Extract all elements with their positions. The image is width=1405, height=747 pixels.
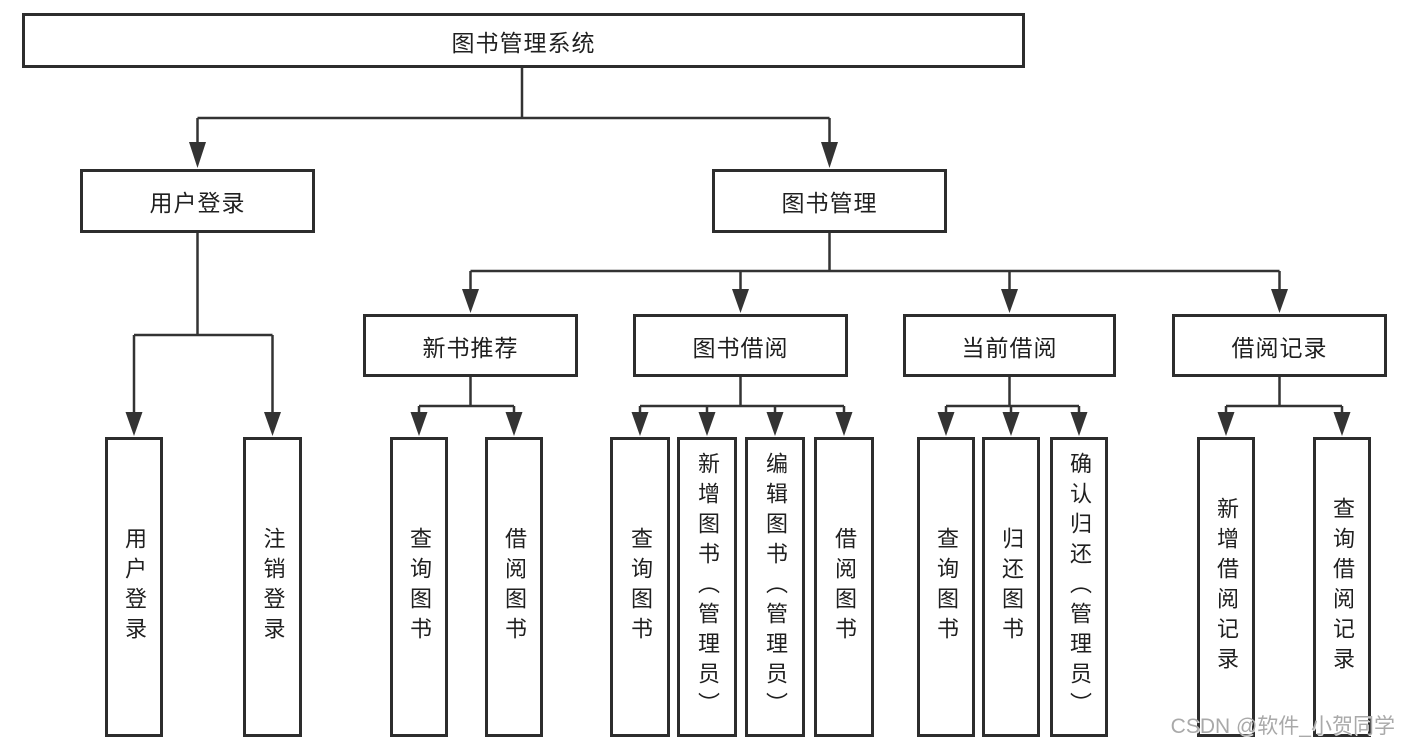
- leaf-query-books-1: 查询图书: [390, 437, 448, 737]
- leaf-label: 归还图书: [999, 527, 1024, 647]
- arrowhead: [1271, 289, 1288, 313]
- leaf-label: 借阅图书: [502, 527, 527, 647]
- leaf-label: 查询图书: [407, 527, 432, 647]
- connector-book-borrow-to-leaves: [631, 377, 853, 436]
- leaf-add-borrow-record: 新增借阅记录: [1197, 437, 1255, 737]
- arrowhead: [1001, 289, 1018, 313]
- arrowhead: [631, 412, 649, 436]
- connector-current-borrow-to-leaves: [937, 377, 1088, 436]
- arrowhead: [1002, 412, 1020, 436]
- node-new-book-recommend: 新书推荐: [363, 314, 578, 377]
- leaf-query-borrow-record: 查询借阅记录: [1313, 437, 1371, 737]
- connector-borrow-records-to-leaves: [1217, 377, 1351, 436]
- connector-new-book-recommend-to-leaves: [410, 377, 523, 436]
- leaf-label: 查询图书: [934, 527, 959, 647]
- connector-user-login-to-leaves: [125, 233, 281, 436]
- arrowhead: [505, 412, 523, 436]
- arrowhead: [462, 289, 479, 313]
- arrowhead: [835, 412, 853, 436]
- csdn-watermark: CSDN @软件_小贺同学: [1170, 715, 1395, 738]
- leaf-label: 查询借阅记录: [1330, 497, 1355, 677]
- leaf-borrow-books-1: 借阅图书: [485, 437, 543, 737]
- arrowhead: [1070, 412, 1088, 436]
- node-book-management: 图书管理: [712, 169, 947, 233]
- arrowhead: [698, 412, 716, 436]
- leaf-label: 查询图书: [628, 527, 653, 647]
- arrowhead: [264, 412, 281, 436]
- leaf-label: 注销登录: [260, 527, 286, 647]
- arrowhead: [1217, 412, 1235, 436]
- leaf-label: 新增图书（管理员）: [695, 452, 720, 722]
- leaf-user-login: 用户登录: [105, 437, 163, 737]
- node-borrow-records: 借阅记录: [1172, 314, 1387, 377]
- leaf-query-books-3: 查询图书: [917, 437, 975, 737]
- arrowhead: [125, 412, 143, 436]
- arrowhead: [410, 412, 428, 436]
- leaf-add-books-admin: 新增图书（管理员）: [677, 437, 737, 737]
- arrowhead: [937, 412, 955, 436]
- node-user-login: 用户登录: [80, 169, 315, 233]
- connector-book-management-to-level3: [462, 233, 1288, 313]
- leaf-confirm-return-admin: 确认归还（管理员）: [1050, 437, 1108, 737]
- node-book-borrow: 图书借阅: [633, 314, 848, 377]
- node-root: 图书管理系统: [22, 13, 1025, 68]
- leaf-return-books: 归还图书: [982, 437, 1040, 737]
- arrowhead: [1333, 412, 1351, 436]
- node-current-borrow: 当前借阅: [903, 314, 1116, 377]
- leaf-label: 确认归还（管理员）: [1067, 452, 1092, 722]
- arrowhead: [821, 142, 838, 168]
- leaf-label: 借阅图书: [832, 527, 857, 647]
- arrowhead: [732, 289, 749, 313]
- leaf-query-books-2: 查询图书: [610, 437, 670, 737]
- leaf-edit-books-admin: 编辑图书（管理员）: [745, 437, 805, 737]
- leaf-label: 编辑图书（管理员）: [763, 452, 788, 722]
- leaf-borrow-books-2: 借阅图书: [814, 437, 874, 737]
- arrowhead: [766, 412, 784, 436]
- leaf-label: 用户登录: [122, 527, 147, 647]
- leaf-label: 新增借阅记录: [1214, 497, 1239, 677]
- leaf-logout: 注销登录: [243, 437, 302, 737]
- arrowhead: [189, 142, 206, 168]
- connector-root-to-level2: [189, 68, 838, 168]
